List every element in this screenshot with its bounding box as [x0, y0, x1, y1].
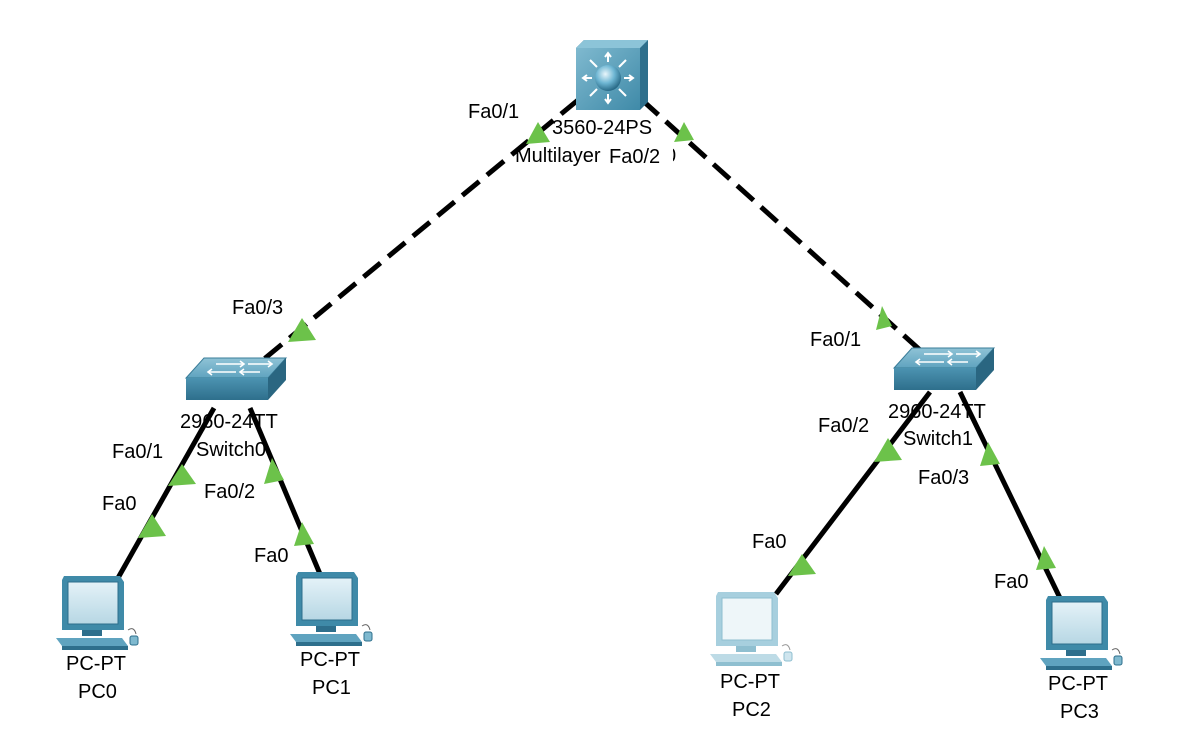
- port-up-indicator: [980, 442, 1000, 466]
- multilayer-switch-device[interactable]: [576, 40, 648, 110]
- port-up-indicator: [876, 306, 892, 330]
- pc-icon: [709, 591, 793, 667]
- port-label-ml-fa0-2: Fa0/2: [609, 146, 660, 168]
- pc-icon: [55, 575, 139, 651]
- port-label-sw1-fa0-1: Fa0/1: [810, 329, 861, 351]
- pc2-model-label: PC-PT: [720, 671, 780, 693]
- port-status-indicators: [138, 122, 1056, 576]
- pc-icon: [289, 571, 373, 647]
- switch-icon: [185, 357, 287, 401]
- port-up-indicator: [526, 122, 550, 144]
- link-ml-to-switch0[interactable]: [256, 98, 580, 366]
- port-up-indicator: [288, 318, 316, 342]
- switch0-device[interactable]: [185, 357, 287, 401]
- switch0-model-label: 2960-24TT: [180, 411, 278, 433]
- pc1-model-label: PC-PT: [300, 649, 360, 671]
- pc2-name-label: PC2: [732, 699, 771, 721]
- port-up-indicator: [874, 438, 902, 462]
- port-up-indicator: [674, 122, 694, 142]
- switch-icon: [893, 347, 995, 391]
- port-up-indicator: [788, 554, 816, 576]
- port-up-indicator: [168, 464, 196, 486]
- port-label-pc2-fa0: Fa0: [752, 531, 786, 553]
- port-label-pc0-fa0: Fa0: [102, 493, 136, 515]
- port-label-sw0-fa0-3: Fa0/3: [232, 297, 283, 319]
- switch1-model-label: 2960-24TT: [888, 401, 986, 423]
- pc3-device[interactable]: [1039, 595, 1123, 671]
- port-up-indicator: [294, 522, 314, 546]
- pc0-device[interactable]: [55, 575, 139, 651]
- link-switch0-to-pc1[interactable]: [247, 407, 323, 575]
- pc3-name-label: PC3: [1060, 701, 1099, 723]
- switch0-name-label: Switch0: [196, 439, 266, 461]
- port-label-pc3-fa0: Fa0: [994, 571, 1028, 593]
- port-label-sw1-fa0-2: Fa0/2: [818, 415, 869, 437]
- port-up-indicator: [264, 458, 284, 484]
- port-up-indicator: [1036, 546, 1056, 570]
- port-label-sw0-fa0-2: Fa0/2: [204, 481, 255, 503]
- link-switch0-to-pc0[interactable]: [115, 406, 217, 580]
- pc0-model-label: PC-PT: [66, 653, 126, 675]
- port-label-ml-fa0-1: Fa0/1: [468, 101, 519, 123]
- pc1-name-label: PC1: [312, 677, 351, 699]
- ml-switch-model-label: 3560-24PS: [552, 117, 652, 139]
- port-label-sw1-fa0-3: Fa0/3: [918, 467, 969, 489]
- switch1-name-label: Switch1: [903, 428, 973, 450]
- multilayer-switch-icon: [576, 40, 648, 110]
- pc2-device[interactable]: [709, 591, 793, 667]
- port-label-pc1-fa0: Fa0: [254, 545, 288, 567]
- port-label-sw0-fa0-1: Fa0/1: [112, 441, 163, 463]
- label-backdrop: [607, 143, 673, 167]
- pc1-device[interactable]: [289, 571, 373, 647]
- pc-icon: [1039, 595, 1123, 671]
- pc3-model-label: PC-PT: [1048, 673, 1108, 695]
- pc0-name-label: PC0: [78, 681, 117, 703]
- port-up-indicator: [138, 514, 166, 538]
- switch1-device[interactable]: [893, 347, 995, 391]
